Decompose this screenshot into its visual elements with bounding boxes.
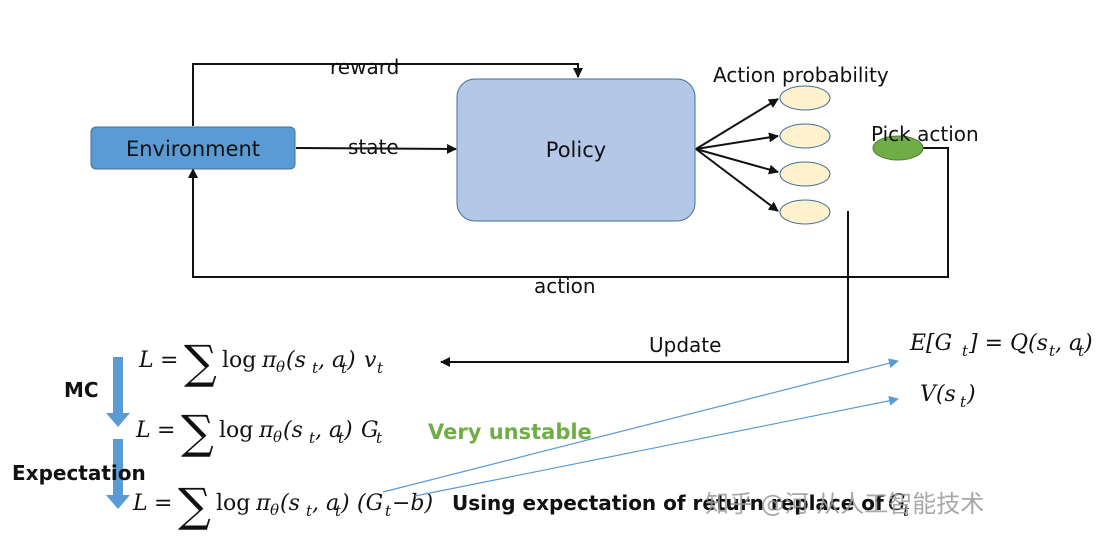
svg-text:t: t: [1078, 342, 1085, 360]
g-tail-symbol: G t: [888, 491, 910, 520]
svg-text:, a: , a: [315, 418, 342, 443]
reward-edge: [192, 63, 583, 126]
watermark: 知乎 @河 从人工智能技术: [705, 490, 984, 518]
svg-text:=: =: [154, 491, 172, 516]
svg-text:θ: θ: [276, 358, 285, 376]
svg-text:t: t: [1049, 342, 1056, 360]
very-unstable-label: Very unstable: [428, 420, 592, 444]
svg-text:G: G: [888, 491, 906, 516]
svg-text:t: t: [377, 359, 384, 377]
mc-label: MC: [64, 378, 99, 402]
mc-arrow: [106, 357, 130, 427]
pick-action-label: Pick action: [871, 122, 979, 146]
svg-text:log: log: [222, 348, 256, 373]
prob-edge-2: [695, 132, 779, 150]
reward-label: reward: [330, 55, 399, 79]
svg-text:, a: , a: [312, 491, 339, 516]
svg-text:∑: ∑: [178, 478, 211, 532]
svg-text:∑: ∑: [181, 405, 214, 459]
svg-text:t: t: [335, 502, 342, 520]
environment-label: Environment: [126, 137, 260, 161]
formula-1: L = ∑ log π θ (s t , a t ) v t: [138, 335, 384, 389]
svg-text:): ): [1083, 331, 1093, 356]
svg-text:−b): −b): [392, 491, 433, 516]
svg-text:t: t: [903, 502, 910, 520]
policy-label: Policy: [546, 138, 606, 162]
state-edge: [295, 143, 457, 154]
prob-node-4: [779, 199, 831, 225]
update-label: Update: [649, 333, 721, 357]
prob-edge-3: [695, 148, 779, 175]
svg-text:t: t: [960, 393, 967, 411]
state-label: state: [348, 135, 399, 159]
svg-text:=: =: [157, 418, 175, 443]
svg-text:π: π: [255, 491, 271, 516]
expectation-label: Expectation: [12, 461, 146, 485]
prob-node-2: [779, 123, 831, 149]
svg-text:θ: θ: [273, 428, 282, 446]
svg-text:log: log: [216, 491, 250, 516]
svg-text:L: L: [138, 348, 154, 373]
svg-text:): ): [346, 348, 356, 373]
svg-text:): ): [340, 491, 350, 516]
svg-text:t: t: [338, 429, 345, 447]
svg-text:] = Q(s: ] = Q(s: [968, 331, 1048, 356]
svg-text:t: t: [306, 502, 313, 520]
svg-text:t: t: [312, 359, 319, 377]
to-vs-arrow: [414, 395, 899, 497]
prob-edge-1: [695, 98, 779, 150]
environment-node: [90, 126, 296, 170]
svg-text:L: L: [132, 491, 148, 516]
svg-text:(s: (s: [283, 418, 303, 443]
svg-text:V(s: V(s: [920, 382, 956, 407]
svg-text:(G: (G: [357, 491, 383, 516]
svg-text:(s: (s: [280, 491, 300, 516]
update-edge: [440, 211, 849, 367]
action-probability-label: Action probability: [713, 63, 889, 87]
svg-text:(s: (s: [286, 348, 306, 373]
svg-text:θ: θ: [270, 501, 279, 519]
svg-text:E[G: E[G: [909, 331, 952, 356]
svg-text:=: =: [160, 348, 178, 373]
svg-text:t: t: [385, 502, 392, 520]
svg-text:t: t: [376, 429, 383, 447]
formula-value: V(s t ): [920, 382, 976, 411]
svg-text:π: π: [258, 418, 274, 443]
svg-text:G: G: [361, 418, 379, 443]
svg-text:, a: , a: [318, 348, 345, 373]
svg-text:t: t: [341, 359, 348, 377]
svg-text:t: t: [309, 429, 316, 447]
action-label: action: [534, 274, 596, 298]
svg-text:): ): [966, 382, 976, 407]
svg-text:log: log: [219, 418, 253, 443]
prob-node-1: [779, 85, 831, 111]
expectation-arrow: [106, 439, 130, 509]
prob-node-3: [779, 161, 831, 187]
svg-text:): ): [343, 418, 353, 443]
svg-text:t: t: [962, 342, 969, 360]
to-eg-arrow: [382, 358, 899, 493]
svg-text:∑: ∑: [184, 335, 217, 389]
policy-node: [456, 78, 696, 222]
svg-text:v: v: [364, 348, 377, 373]
using-expectation-label: Using expectation of return replace of: [452, 491, 884, 515]
prob-edge-4: [695, 148, 779, 212]
svg-text:, a: , a: [1055, 331, 1082, 356]
action-edge: [188, 147, 949, 278]
formula-2: L = ∑ log π θ (s t , a t ) G t: [135, 405, 383, 459]
formula-3: L = ∑ log π θ (s t , a t ) (G t −b): [132, 478, 433, 532]
pick-action-node: [872, 135, 924, 161]
svg-text:L: L: [135, 418, 151, 443]
formula-expectation: E[G t ] = Q(s t , a t ): [909, 331, 1093, 360]
svg-text:π: π: [261, 348, 277, 373]
